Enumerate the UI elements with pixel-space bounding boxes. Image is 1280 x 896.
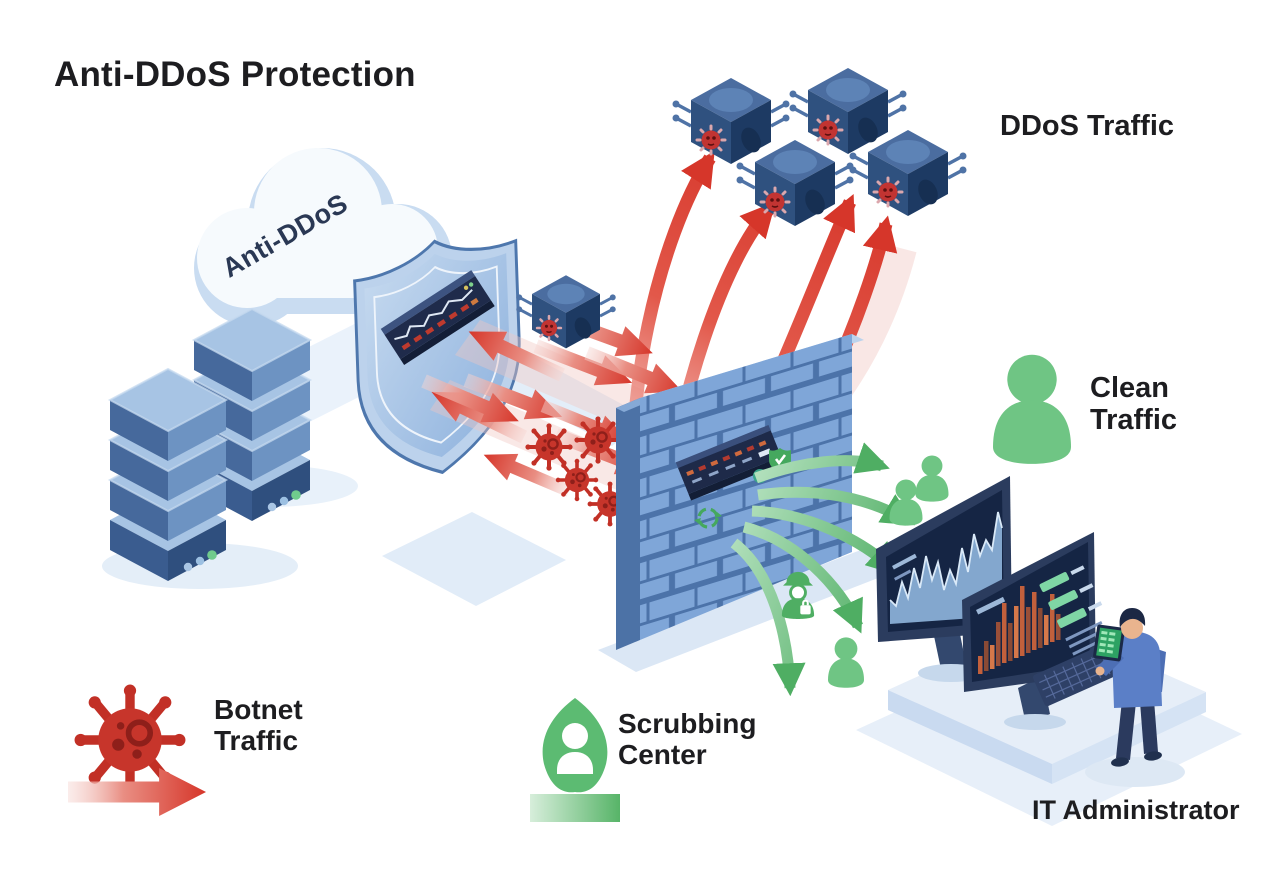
shield-appliance-icon [380,270,495,365]
ddos-traffic-label: DDoS Traffic [1000,110,1175,142]
server-stack-front [109,368,227,581]
legend-scrubbing-icon [542,698,608,793]
tablet-icon [1093,624,1125,662]
clean-traffic-icon [993,354,1071,464]
page-title: Anti-DDoS Protection [54,55,416,94]
brick-wall-icon [616,334,864,650]
user-icon [915,455,949,502]
user-icon [828,637,864,688]
monitor-bar-chart-icon [962,532,1113,730]
recycle-icon [694,507,722,529]
clean-traffic-label: Clean Traffic [1090,372,1178,437]
legend-scrubbing-label: Scrubbing Center [618,708,757,771]
legend-botnet-label: Botnet Traffic [214,694,303,757]
legend-clean-bar [530,794,620,822]
wall-appliance-icon [675,424,784,501]
it-administrator-label: IT Administrator [1032,795,1240,825]
legend-botnet-arrow [68,768,207,816]
bar-chart-bars [978,586,1061,674]
cloud-icon [194,148,452,326]
admin-person-icon [1085,608,1185,787]
server-stack-icons [102,308,358,589]
